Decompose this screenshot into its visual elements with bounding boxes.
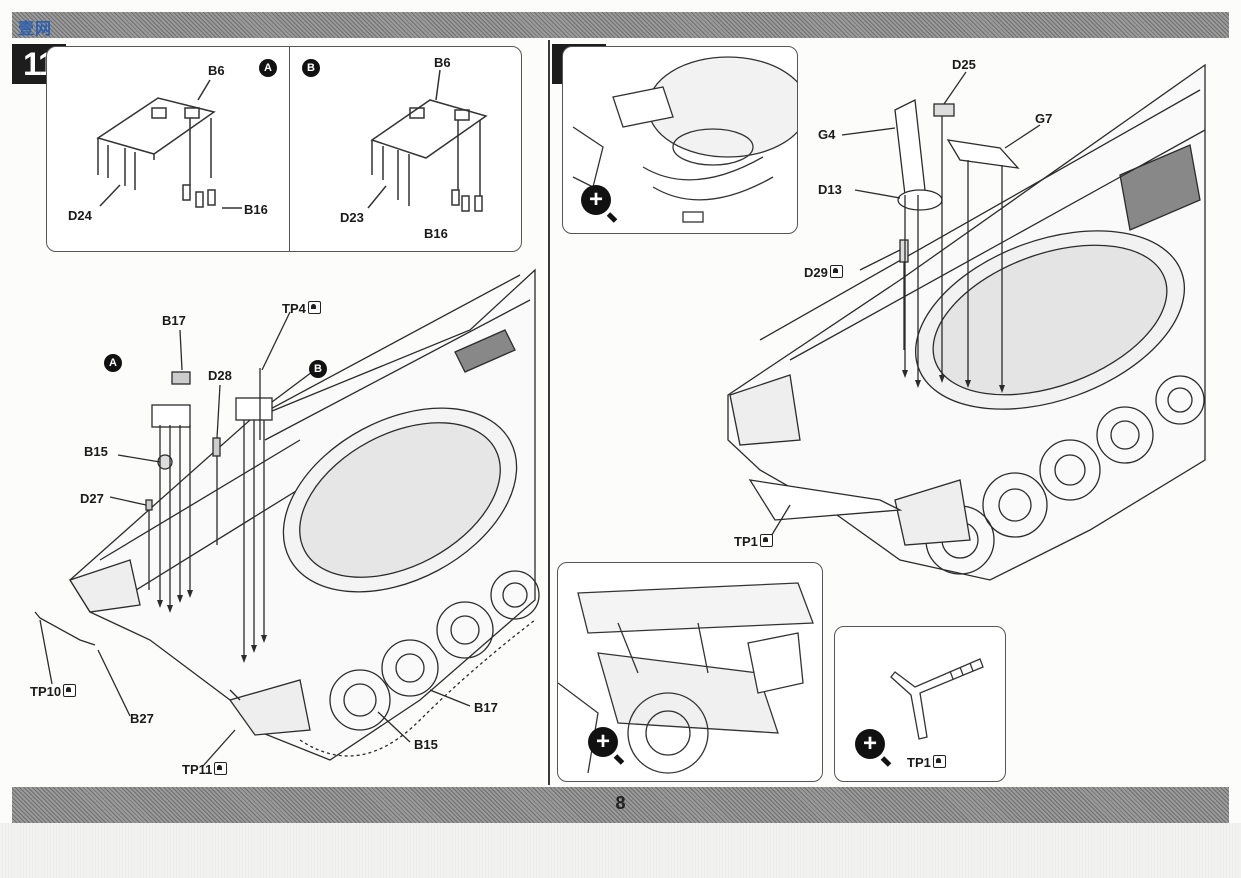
label-d13: D13 (818, 182, 842, 197)
label-tp1: TP1 (734, 534, 773, 549)
photo-etch-icon (932, 755, 946, 768)
label-tp10: TP10 (30, 684, 77, 699)
footer-band: 8 (12, 787, 1229, 823)
detail-top-drawing (572, 56, 797, 223)
photo-etch-icon (307, 301, 321, 314)
photo-etch-icon (63, 684, 77, 697)
label-d29: D29 (804, 265, 843, 280)
detail-view-top: + (562, 46, 798, 234)
label-b15-left: B15 (84, 444, 108, 459)
label-b6-a: B6 (208, 63, 225, 78)
label-b17-top: B17 (162, 313, 186, 328)
label-tp4: TP4 (282, 301, 321, 316)
label-d27: D27 (80, 491, 104, 506)
part-tag-icon (829, 265, 843, 278)
label-b15-bottom: B15 (414, 737, 438, 752)
header-band: 壹网 (12, 12, 1229, 38)
label-g7: G7 (1035, 111, 1053, 126)
zoom-icon: + (588, 727, 618, 757)
scan-margin (0, 823, 1241, 878)
column-divider (548, 40, 550, 785)
zoom-icon: + (581, 185, 611, 215)
label-d24: D24 (68, 208, 92, 223)
label-tp11: TP11 (182, 762, 228, 777)
detail-view-tp1: + TP1 (834, 626, 1006, 782)
variant-a-marker: A (259, 59, 277, 77)
site-logo: 壹网 (18, 21, 53, 38)
label-b16-a: B16 (244, 202, 268, 217)
detail-bottom-drawing (558, 582, 814, 774)
variant-divider (289, 47, 290, 251)
page-number: 8 (615, 793, 626, 813)
label-b6-b: B6 (434, 55, 451, 70)
label-b16-b: B16 (424, 226, 448, 241)
label-b17-right: B17 (474, 700, 498, 715)
photo-etch-icon (759, 534, 773, 547)
label-tp1-detail: TP1 (907, 755, 946, 770)
label-d25: D25 (952, 57, 976, 72)
marker-a-main: A (104, 354, 122, 372)
zoom-icon: + (855, 729, 885, 759)
label-d23: D23 (340, 210, 364, 225)
photo-etch-icon (214, 762, 228, 775)
variant-b-marker: B (302, 59, 320, 77)
label-d28: D28 (208, 368, 232, 383)
label-g4: G4 (818, 127, 836, 142)
label-b27: B27 (130, 711, 154, 726)
tp1-part-drawing (890, 658, 984, 740)
detail-view-bottom-left: + (557, 562, 823, 782)
marker-b-main: B (309, 360, 327, 378)
